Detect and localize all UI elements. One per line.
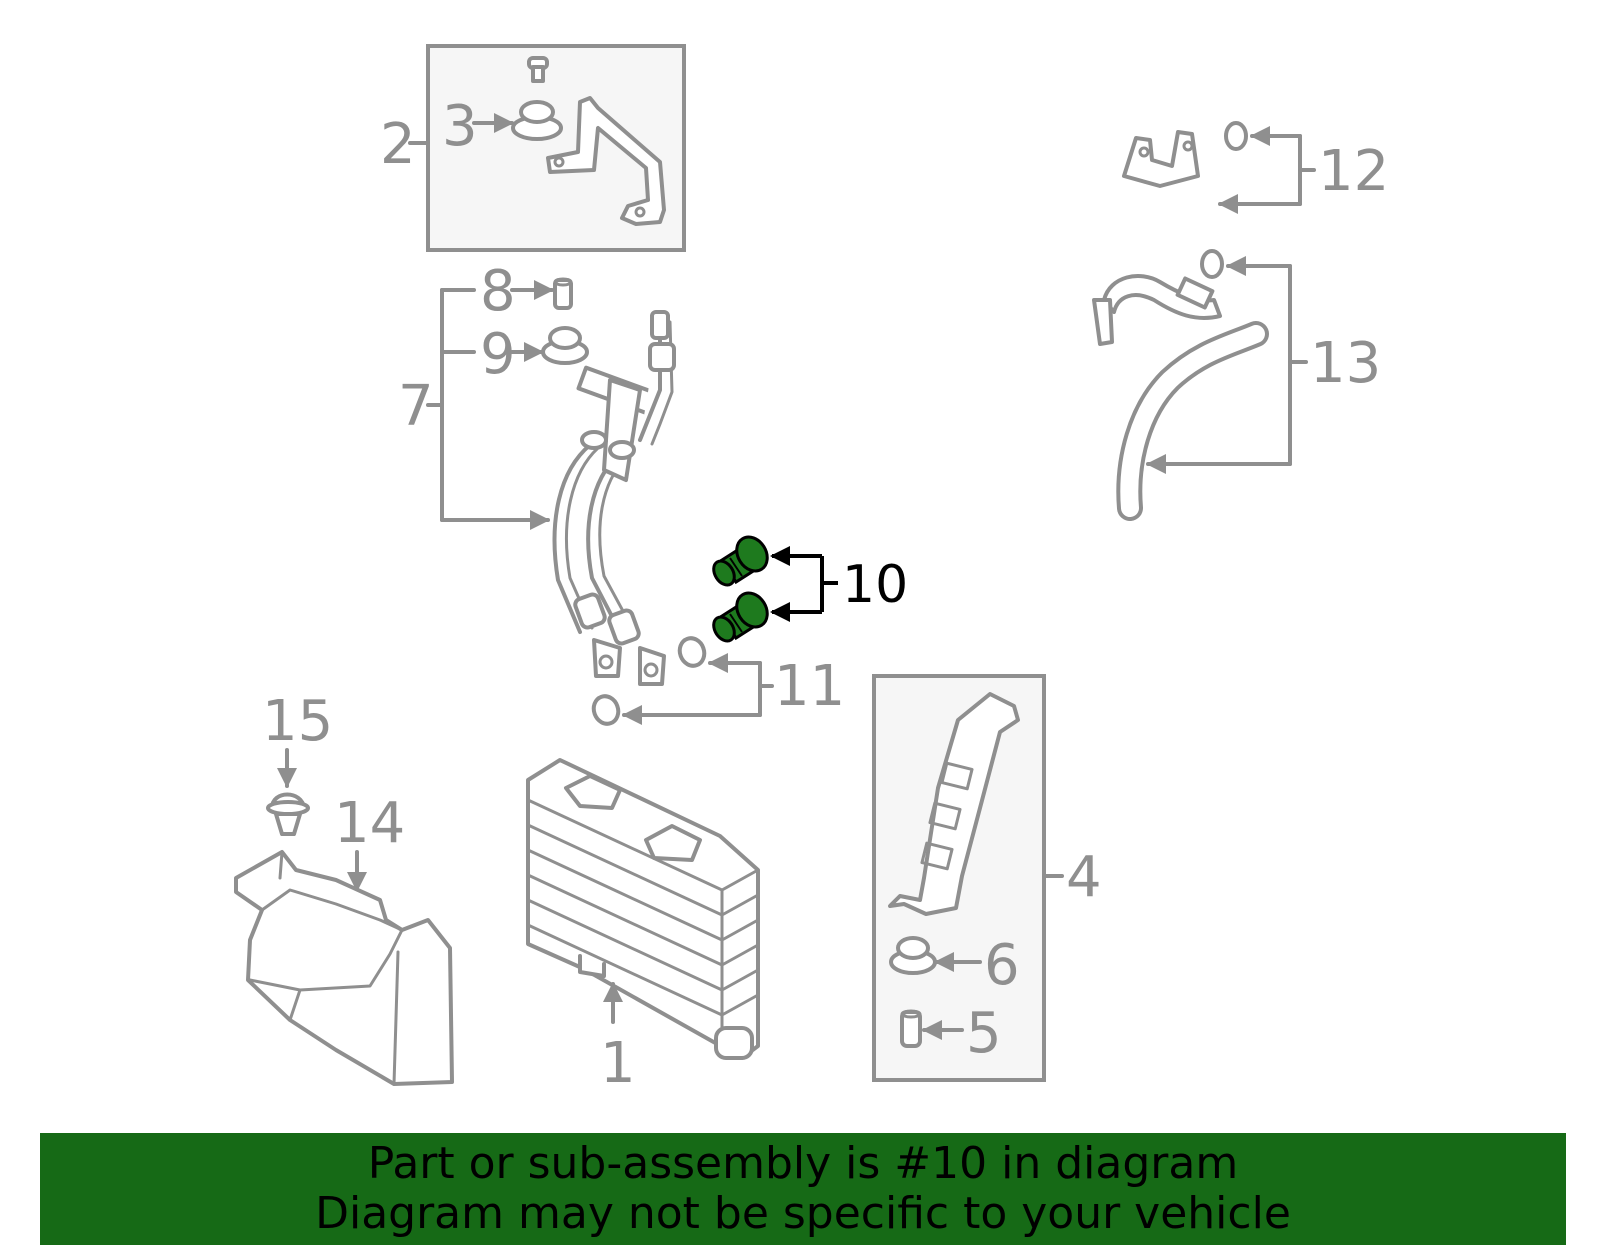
callout-5: 5 — [966, 1001, 1002, 1066]
part-14-cover-icon — [234, 850, 454, 1086]
part-4-bracket-icon — [888, 692, 1020, 916]
banner-line-1: Part or sub-assembly is #10 in diagram — [367, 1138, 1239, 1189]
callout-8: 8 — [480, 259, 516, 324]
part-1-cooler-group[interactable]: 1 — [526, 758, 760, 1096]
callout-13: 13 — [1310, 331, 1381, 396]
callout-6: 6 — [984, 933, 1020, 998]
callout-4: 4 — [1066, 845, 1102, 910]
part-2-bracket-group[interactable]: 2 3 — [380, 44, 686, 252]
part-7-hose-pipe-icon — [552, 310, 676, 686]
part-10-bolts-group[interactable]: 10 — [709, 531, 908, 644]
callout-12: 12 — [1318, 139, 1389, 204]
callout-9: 9 — [480, 322, 516, 387]
part-13-oring-icon — [1200, 249, 1224, 279]
callout-11: 11 — [774, 654, 845, 719]
callout-10: 10 — [842, 555, 908, 615]
part-12-oring-icon — [1224, 121, 1248, 151]
part-13-hose-group[interactable]: 13 — [1092, 249, 1381, 521]
part-15-clip-group[interactable]: 15 — [262, 689, 333, 836]
part-10-bolt-upper-icon — [712, 535, 769, 587]
part-9-grommet-icon — [541, 326, 589, 365]
part-11-oring-upper-icon — [677, 636, 707, 668]
callout-3: 3 — [442, 94, 478, 159]
part-1-oil-cooler-icon — [526, 758, 760, 1060]
part-3-grommet-icon — [511, 100, 563, 141]
part-15-clip-icon — [266, 792, 310, 836]
callout-1: 1 — [600, 1031, 636, 1096]
part-6-grommet-icon — [889, 936, 937, 975]
part-12-hose-group[interactable]: 12 — [930, 121, 1389, 326]
info-banner: Part or sub-assembly is #10 in diagram D… — [40, 1133, 1566, 1245]
callout-14: 14 — [334, 791, 405, 856]
part-7-pipe-group[interactable]: 7 8 9 — [398, 259, 676, 686]
part-13-hose-icon — [1092, 274, 1269, 521]
part-8-pin-icon — [553, 277, 573, 310]
callout-15: 15 — [262, 689, 333, 754]
part-2-bolt-icon — [527, 56, 549, 83]
banner-line-2: Diagram may not be specific to your vehi… — [315, 1188, 1291, 1239]
part-11-oring-group[interactable]: 11 — [590, 635, 845, 728]
part-4-bracket-group[interactable]: 4 6 5 — [872, 674, 1102, 1082]
part-5-pin-icon — [900, 1009, 922, 1048]
part-14-cover-group[interactable]: 14 — [234, 791, 454, 1086]
part-2-bracket-icon — [546, 96, 666, 226]
part-12-hose-icon — [930, 130, 1220, 326]
part-11-oring-lower-icon — [591, 694, 621, 726]
part-10-bolt-lower-icon — [712, 591, 769, 643]
